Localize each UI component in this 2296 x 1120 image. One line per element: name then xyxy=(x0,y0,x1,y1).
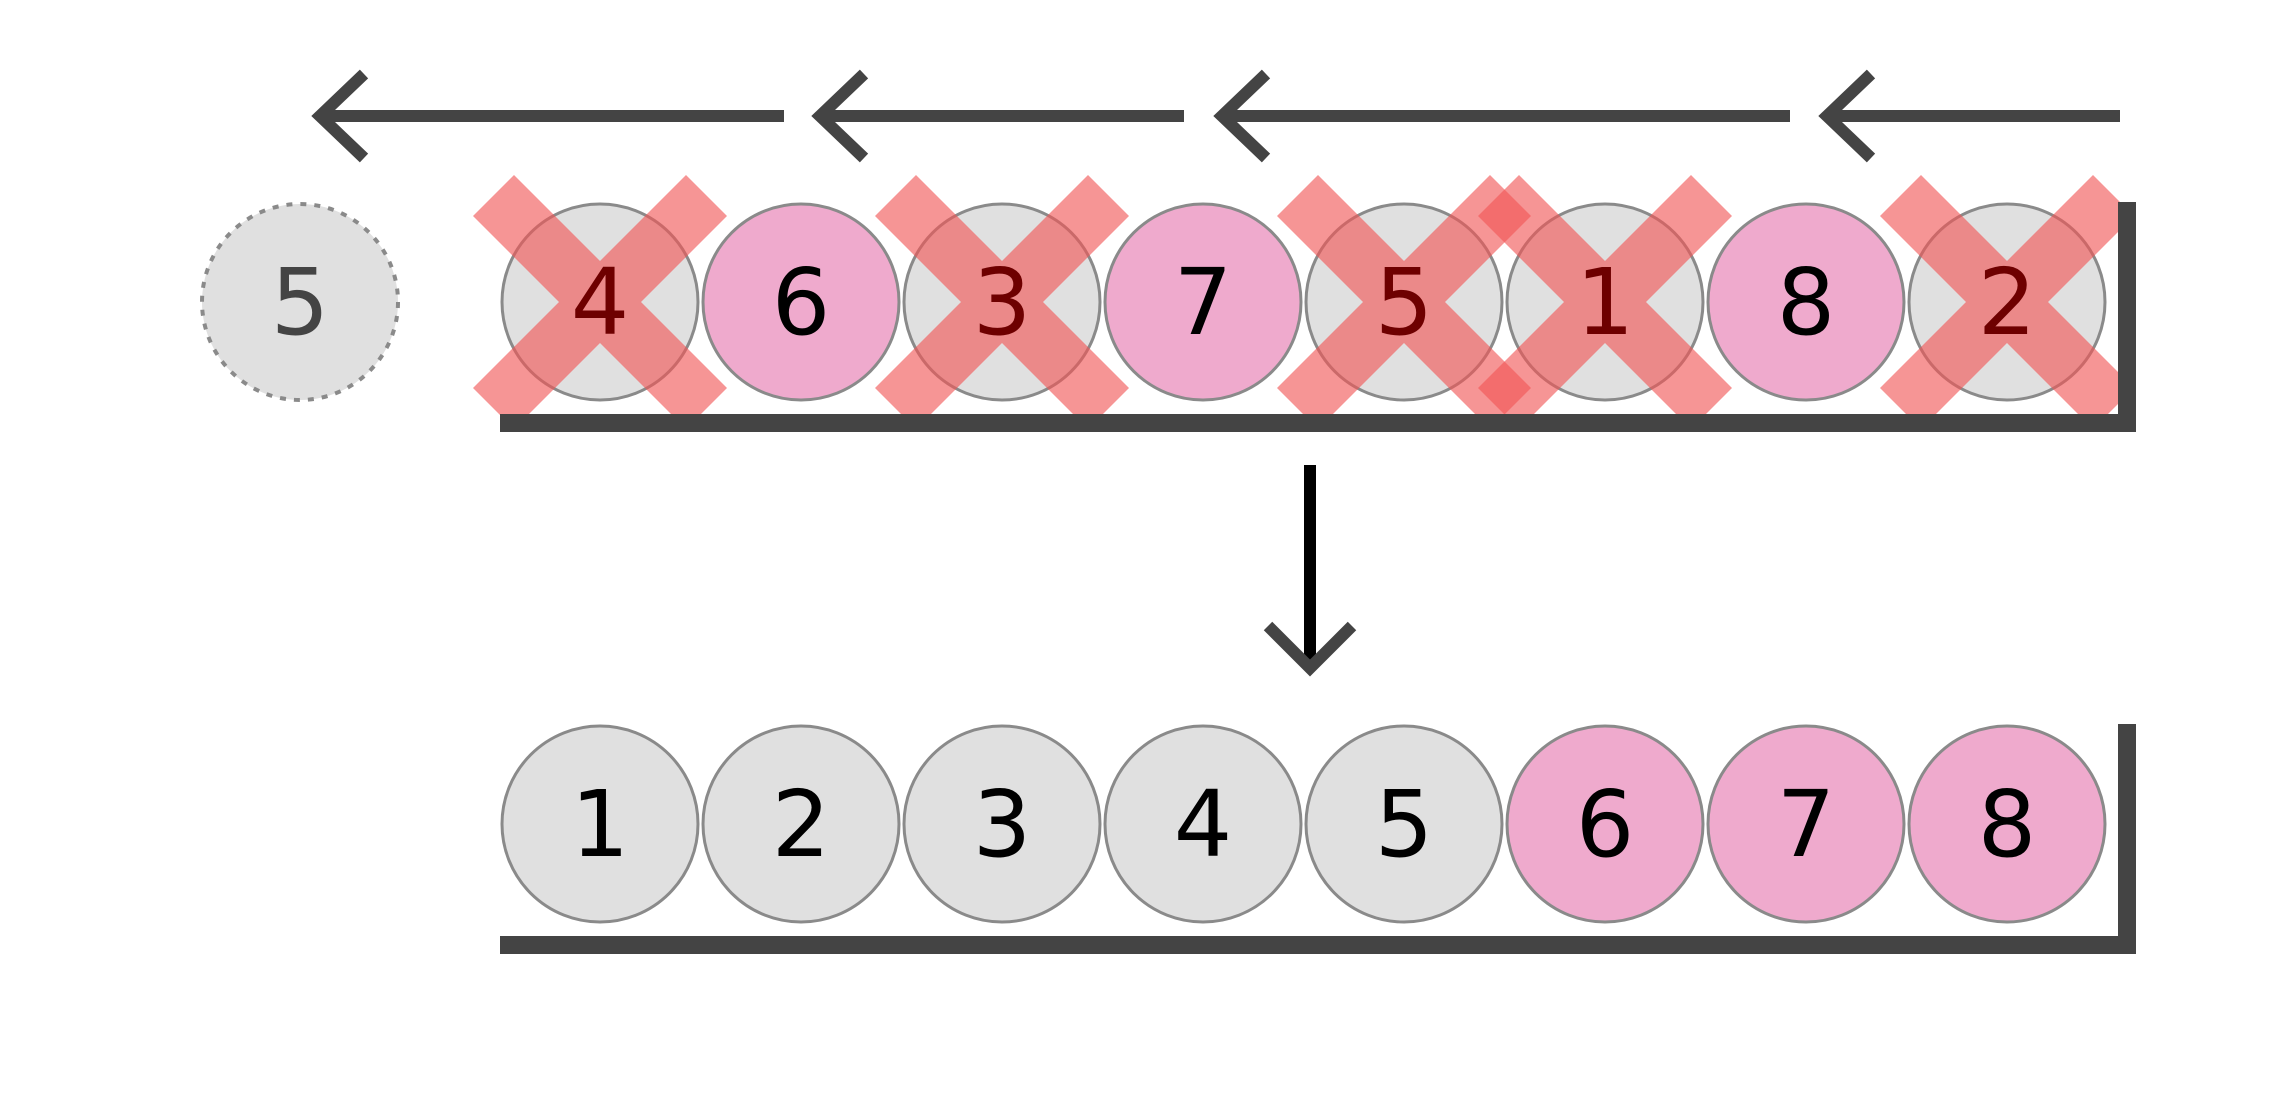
ball-label: 5 xyxy=(1375,771,1434,878)
left-arrow-icon xyxy=(811,69,1184,163)
top-row-ball-6: 6 xyxy=(701,202,901,402)
cross-mark-icon xyxy=(874,174,1130,430)
ball-label: 4 xyxy=(1174,771,1233,878)
cross-mark-icon xyxy=(1879,174,2135,430)
pivot-ball: 5 xyxy=(200,202,400,402)
ball-label: 8 xyxy=(1777,249,1836,356)
tray-wall xyxy=(2118,724,2136,954)
top-row-ball-4: 4 xyxy=(472,174,728,430)
tray-floor xyxy=(500,936,2136,954)
bottom-row-ball-4: 4 xyxy=(1103,724,1303,924)
ball-circle xyxy=(1103,724,1303,924)
down-arrow xyxy=(1263,465,1357,677)
ball-label: 5 xyxy=(1375,249,1434,356)
left-arrow-icon xyxy=(311,69,784,163)
ball-circle xyxy=(701,724,901,924)
top-row-ball-7: 7 xyxy=(1103,202,1303,402)
bottom-row-ball-2: 2 xyxy=(701,724,901,924)
top-row-tray xyxy=(500,202,2136,432)
ball-circle xyxy=(1706,724,1906,924)
cross-mark-icon xyxy=(1477,174,1733,430)
ball-circle xyxy=(1103,202,1303,402)
top-row-ball-3: 3 xyxy=(874,174,1130,430)
tray-floor xyxy=(500,414,2136,432)
top-row-ball-1: 1 xyxy=(1477,174,1733,430)
top-row-ball-8: 8 xyxy=(1706,202,1906,402)
top-row-ball-5: 5 xyxy=(1276,174,1532,430)
pivot-ball-label: 5 xyxy=(271,249,330,356)
ball-circle xyxy=(1304,724,1504,924)
ball-circle xyxy=(902,724,1102,924)
ball-circle xyxy=(1907,724,2107,924)
bottom-row-ball-8: 8 xyxy=(1907,724,2107,924)
ball-label: 2 xyxy=(1978,249,2037,356)
ball-circle xyxy=(1706,202,1906,402)
tray-wall xyxy=(2118,202,2136,432)
ball-circle xyxy=(1505,724,1705,924)
ball-label: 6 xyxy=(772,249,831,356)
ball-label: 7 xyxy=(1174,249,1233,356)
bottom-row-ball-1: 1 xyxy=(500,724,700,924)
ball-circle xyxy=(500,724,700,924)
pivot-ball-circle xyxy=(200,202,400,402)
top-row-balls: 4 6 3 7 5 1 8 2 xyxy=(472,174,2135,430)
leftward-arrows xyxy=(311,69,2120,163)
top-row-ball-2: 2 xyxy=(1879,174,2135,430)
bottom-row-tray xyxy=(500,724,2136,954)
ball-label: 7 xyxy=(1777,771,1836,878)
ball-label: 4 xyxy=(571,249,630,356)
left-arrow-icon xyxy=(1818,69,2120,163)
ball-label: 2 xyxy=(772,771,831,878)
bottom-row-balls: 1 2 3 4 5 6 7 8 xyxy=(500,724,2107,924)
ball-label: 3 xyxy=(973,771,1032,878)
ball-label: 1 xyxy=(571,771,630,878)
left-arrow-icon xyxy=(1213,69,1790,163)
ball-label: 6 xyxy=(1576,771,1635,878)
bottom-row-ball-7: 7 xyxy=(1706,724,1906,924)
ball-label: 8 xyxy=(1978,771,2037,878)
cross-mark-icon xyxy=(472,174,728,430)
cross-mark-icon xyxy=(1276,174,1532,430)
down-arrow-icon xyxy=(1263,465,1357,677)
ball-label: 1 xyxy=(1576,249,1635,356)
bottom-row-ball-5: 5 xyxy=(1304,724,1504,924)
ball-label: 3 xyxy=(973,249,1032,356)
bottom-row-ball-6: 6 xyxy=(1505,724,1705,924)
bottom-row-ball-3: 3 xyxy=(902,724,1102,924)
ball-circle xyxy=(701,202,901,402)
